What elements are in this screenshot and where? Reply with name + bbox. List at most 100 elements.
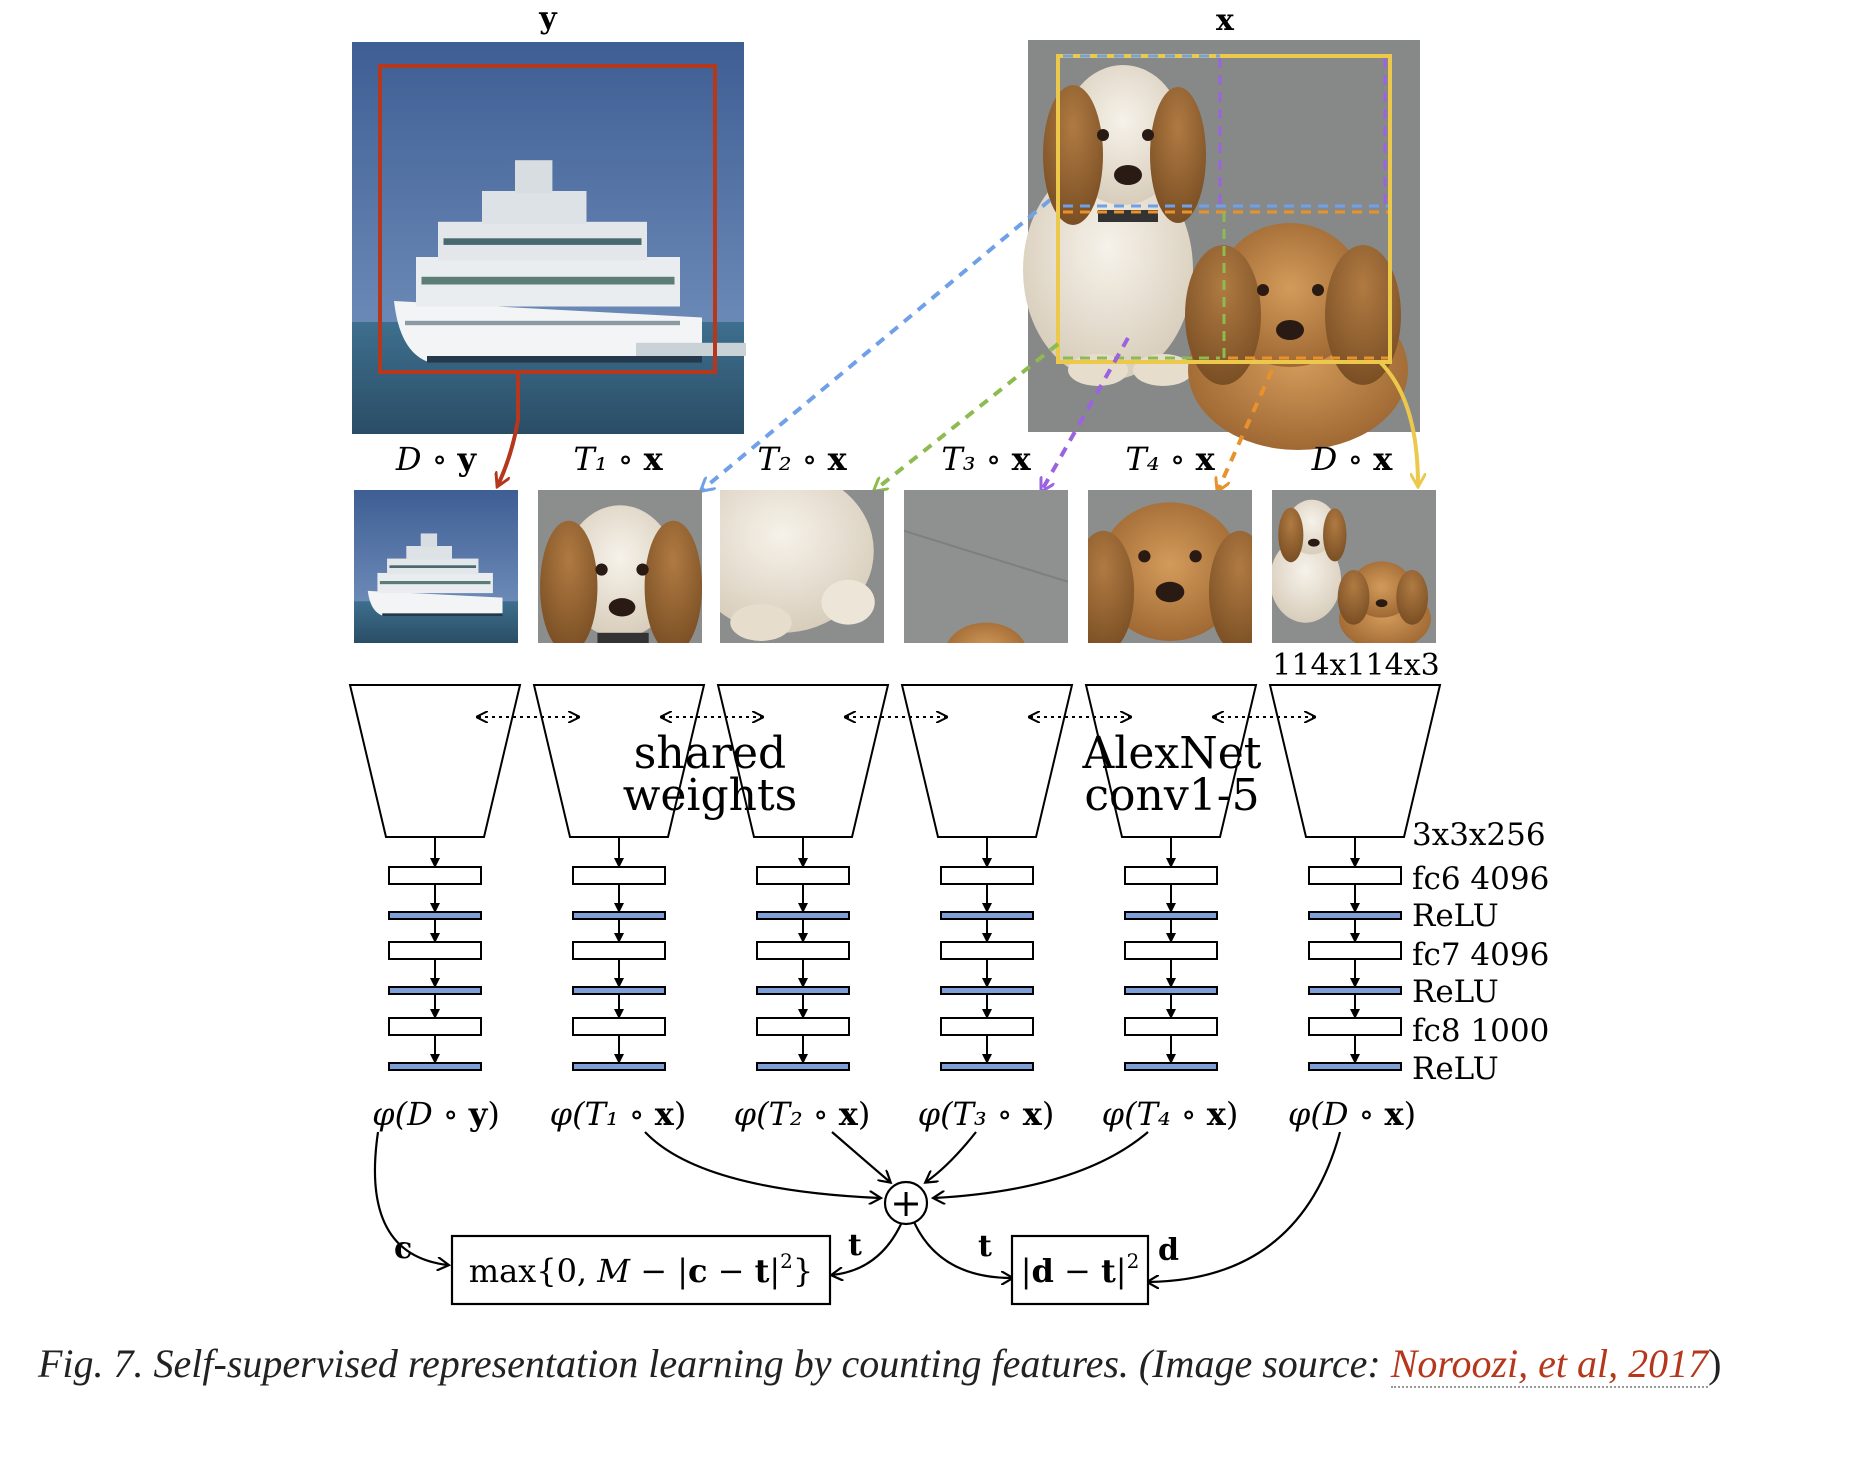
branch-1-output-label: φ(D ∘ y) [372,1095,500,1133]
fc-layer-2-3 [572,941,666,960]
relu-layer-2-4 [572,986,666,995]
relu-layer-4-2 [940,911,1034,920]
layer-label-fc6: fc6 4096 [1412,861,1549,897]
edge-label-t-left: t [848,1228,862,1263]
conv-block-1 [348,684,522,838]
relu-layer-5-2 [1124,911,1218,920]
caption-text: Fig. 7. Self-supervised representation l… [38,1341,1391,1386]
relu-layer-6-4 [1308,986,1402,995]
edge-t2-to-sum [831,1131,890,1182]
relu-layer-6-6 [1308,1062,1402,1071]
branch-3-top-label: T₂ ∘ x [757,440,847,478]
source-link[interactable]: Noroozi, et al, 2017 [1390,1341,1709,1388]
crop-t3 [904,490,1068,643]
dogs-grid-box [1056,54,1392,364]
shared-weights-label-1: shared [634,728,786,779]
relu-layer-6-2 [1308,911,1402,920]
relu-layer-5-4 [1124,986,1218,995]
branch-5-output-label: φ(T₄ ∘ x) [1102,1095,1239,1133]
conv-block-4 [900,684,1074,838]
margin-loss-formula: max{0, M − |c − t|2} [469,1249,814,1290]
branch-6-output-label: φ(D ∘ x) [1288,1095,1416,1133]
fc-layer-6-5 [1308,1017,1402,1036]
sum-symbol: + [890,1181,922,1225]
edge-label-d: d [1158,1233,1179,1268]
shared-weights-label-2: weights [623,770,798,821]
sum-node [883,1180,929,1226]
crop-dogs [1272,490,1436,643]
conv-block-3 [716,684,890,838]
branch-4-top-label: T₃ ∘ x [941,440,1031,478]
fc-layer-3-5 [756,1017,850,1036]
fc-layer-6-1 [1308,866,1402,885]
conv-block-2 [532,684,706,838]
image-y-label: y [538,1,558,36]
edge-t3-to-sum [926,1131,977,1182]
relu-layer-4-6 [940,1062,1034,1071]
fc-layer-2-5 [572,1017,666,1036]
ship-crop-box [378,64,717,374]
relu-layer-3-6 [756,1062,850,1071]
fc-stacks [388,837,1402,1071]
dogs-image [1023,40,1420,450]
crop-t1 [538,490,702,643]
fc-layer-2-1 [572,866,666,885]
input-size-label: 114x114x3 [1272,648,1439,683]
branch-5-top-label: T₄ ∘ x [1125,440,1215,478]
relu-layer-3-2 [756,911,850,920]
fc-layer-1-5 [388,1017,482,1036]
relu-layer-1-4 [388,986,482,995]
edge-t4-to-sum [934,1131,1149,1198]
relu-layer-2-6 [572,1062,666,1071]
caption-close: ) [1708,1341,1722,1386]
crop-t4 [1088,490,1252,643]
fc-layer-4-1 [940,866,1034,885]
count-loss-formula: |d − t|2 [1021,1249,1140,1290]
layer-label-relu-1: ReLU [1412,898,1499,934]
conv-block-6 [1268,684,1442,838]
layer-label-relu-2: ReLU [1412,974,1499,1010]
layer-label-relu-3: ReLU [1412,1051,1499,1087]
relu-layer-4-4 [940,986,1034,995]
count-loss-box [1010,1234,1150,1306]
branch-2-top-label: T₁ ∘ x [573,440,663,478]
edge-dy-to-left-loss [373,1131,448,1265]
relu-layer-3-4 [756,986,850,995]
relu-layer-5-6 [1124,1062,1218,1071]
layer-label-fc8: fc8 1000 [1412,1013,1549,1049]
fc-layer-3-1 [756,866,850,885]
branch-1-top-label: D ∘ y [395,440,478,478]
fc-layer-3-3 [756,941,850,960]
branch-6-top-label: D ∘ x [1311,440,1394,478]
relu-layer-2-2 [572,911,666,920]
fc-layer-1-3 [388,941,482,960]
alexnet-label-1: AlexNet [1082,728,1262,779]
edge-sum-to-left-loss [832,1221,903,1275]
crop-t2 [720,490,884,643]
edge-sum-to-right-loss [913,1221,1012,1278]
branch-4-output-label: φ(T₃ ∘ x) [918,1095,1055,1133]
edge-label-c: c [394,1231,412,1266]
relu-layer-1-6 [388,1062,482,1071]
edge-dx-to-right-loss [1148,1131,1342,1282]
alexnet-label-2: conv1-5 [1084,770,1259,821]
fc-layer-5-3 [1124,941,1218,960]
fc-layer-1-1 [388,866,482,885]
margin-loss-box [450,1234,832,1306]
edge-t1-to-sum [644,1131,880,1198]
fc-layer-5-5 [1124,1017,1218,1036]
layer-label-conv-out: 3x3x256 [1412,817,1546,853]
branch-2-output-label: φ(T₁ ∘ x) [550,1095,687,1133]
figure-caption: Fig. 7. Self-supervised representation l… [38,1330,1828,1398]
fc-layer-5-1 [1124,866,1218,885]
fc-layer-4-3 [940,941,1034,960]
branch-3-output-label: φ(T₂ ∘ x) [734,1095,871,1133]
fc-layer-4-5 [940,1017,1034,1036]
crop-ship [354,490,518,643]
image-x-label: x [1216,3,1235,38]
fc-layer-6-3 [1308,941,1402,960]
layer-label-fc7: fc7 4096 [1412,937,1549,973]
conv-block-5 [1084,684,1258,838]
relu-layer-1-2 [388,911,482,920]
